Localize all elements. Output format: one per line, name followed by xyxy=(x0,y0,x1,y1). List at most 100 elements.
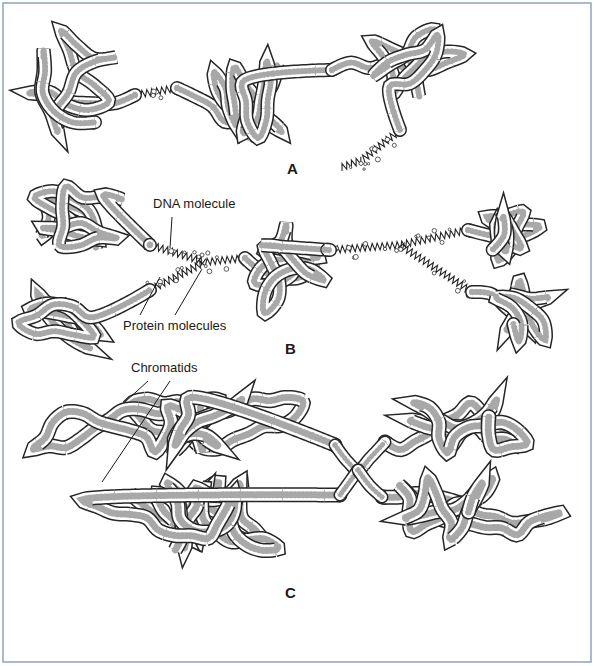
fiber-stipple xyxy=(193,397,234,407)
fiber-outline xyxy=(82,497,115,504)
fiber-stipple xyxy=(263,289,276,314)
dna-helix xyxy=(342,157,365,171)
fiber-outline xyxy=(120,215,150,244)
fiber-body xyxy=(513,324,521,342)
fiber-outline xyxy=(177,88,214,108)
fiber-body xyxy=(199,489,241,501)
protein-dot xyxy=(159,96,163,100)
fiber-stipple xyxy=(59,203,63,244)
protein-dot xyxy=(440,240,444,244)
protein-dot xyxy=(346,245,351,250)
fiber-outline xyxy=(199,487,241,502)
dna-strand xyxy=(149,242,206,264)
fiber-body xyxy=(65,411,104,424)
fiber-stipple xyxy=(103,194,120,215)
fiber-stipple xyxy=(469,497,473,512)
protein-dot xyxy=(215,256,218,259)
protein-dot xyxy=(363,242,368,247)
fiber-body xyxy=(120,215,150,244)
fiber-outline xyxy=(283,487,325,502)
fiber-body xyxy=(34,331,75,335)
leader-line-group xyxy=(102,217,202,482)
dna-helix-group xyxy=(136,85,471,298)
chromatin-fiber xyxy=(385,400,527,453)
fiber-body xyxy=(394,112,400,130)
fiber-body xyxy=(389,84,404,112)
fiber-outline xyxy=(61,117,95,123)
fiber-outline xyxy=(364,442,385,466)
fiber-outline xyxy=(262,245,283,248)
fiber-body xyxy=(69,62,94,92)
fiber-body xyxy=(179,397,193,432)
fiber-body xyxy=(413,402,438,419)
fiber-stipple xyxy=(233,407,273,421)
fiber-outline xyxy=(69,62,94,92)
protein-dot xyxy=(353,254,358,259)
fiber-outline xyxy=(165,533,206,539)
fiber-stipple xyxy=(261,397,302,400)
fiber-stipple xyxy=(82,497,115,504)
protein-dot xyxy=(432,271,436,275)
fiber-outline xyxy=(65,411,104,424)
fiber-body xyxy=(144,239,155,250)
fiber-outline xyxy=(103,194,120,215)
fiber-stipple xyxy=(115,496,157,497)
fiber-stipple xyxy=(332,63,371,70)
fiber-outline xyxy=(506,518,540,535)
chromatin-fiber xyxy=(382,477,560,540)
protein-dot xyxy=(204,265,207,268)
fiber-stipple xyxy=(242,73,274,91)
fiber-body xyxy=(237,537,275,551)
fiber-outline xyxy=(143,238,157,252)
fiber-outline xyxy=(404,490,426,519)
fiber-outline xyxy=(76,308,113,317)
fiber-body xyxy=(144,435,167,452)
fiber-outline xyxy=(426,478,441,505)
protein-dot xyxy=(455,288,460,293)
fiber-body xyxy=(427,34,438,57)
fiber-body xyxy=(242,73,274,91)
fiber-stipple xyxy=(413,402,438,419)
dna-strand xyxy=(363,127,401,162)
dna-strand xyxy=(398,243,471,294)
fiber-stipple xyxy=(43,50,45,83)
dna-strand xyxy=(401,227,465,248)
fiber-body xyxy=(282,247,324,250)
protein-dot xyxy=(176,268,180,272)
protein-dot xyxy=(416,234,420,238)
protein-dot xyxy=(432,228,436,232)
fiber-stipple xyxy=(236,426,275,439)
fiber-stipple xyxy=(513,324,521,342)
fiber-outline xyxy=(263,289,276,314)
fiber-stipple xyxy=(500,432,527,450)
fiber-body xyxy=(177,88,214,108)
fiber-body xyxy=(157,489,199,502)
fiber-stipple xyxy=(94,57,115,61)
fiber-outline xyxy=(213,72,227,98)
callout-label: Chromatids xyxy=(128,360,200,376)
fiber-outline xyxy=(388,48,427,62)
fiber-body xyxy=(61,117,95,123)
fiber-outline xyxy=(196,434,219,447)
fiber-outline xyxy=(273,421,312,436)
protein-dot xyxy=(392,143,396,147)
fiber-outline xyxy=(206,504,228,538)
fiber-stipple xyxy=(34,331,75,335)
fiber-body xyxy=(404,58,434,85)
dna-helix xyxy=(146,261,205,293)
fiber-stipple xyxy=(488,417,500,451)
protein-dot xyxy=(159,283,162,286)
protein-dot xyxy=(224,267,229,272)
fiber-outline xyxy=(34,331,75,335)
protein-dot xyxy=(359,161,363,165)
fiber-outline xyxy=(237,537,275,551)
fiber-body xyxy=(534,311,546,340)
protein-dot xyxy=(206,251,210,255)
fiber-outline xyxy=(261,397,302,400)
fiber-stipple xyxy=(39,412,65,443)
fiber-outline xyxy=(104,424,144,436)
protein-dot xyxy=(385,137,389,141)
fiber-stipple xyxy=(324,247,330,253)
fiber-body xyxy=(324,244,330,255)
fiber-stipple xyxy=(179,397,193,432)
